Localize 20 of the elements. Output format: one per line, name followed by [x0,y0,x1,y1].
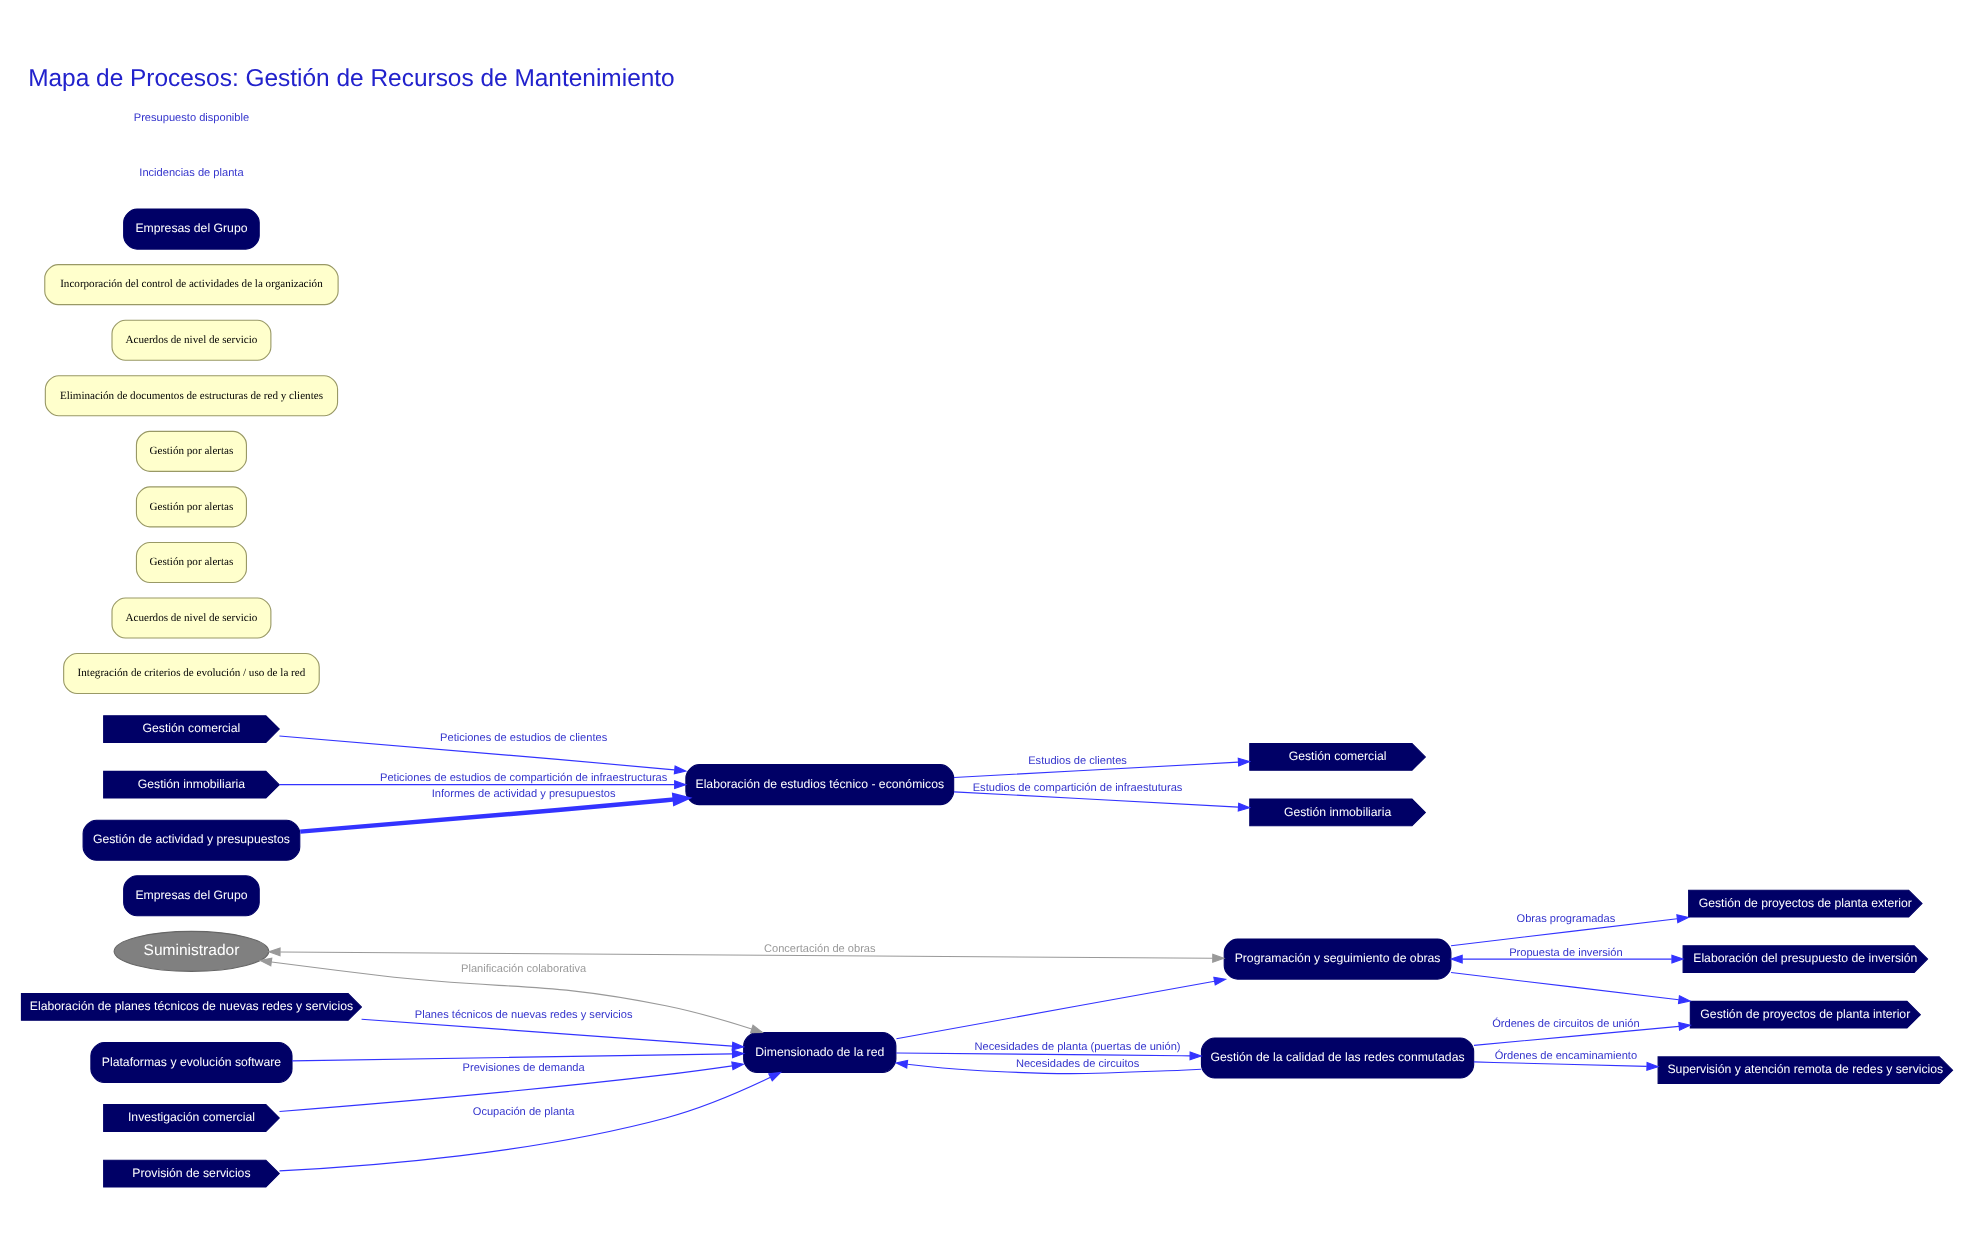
arrow [278,780,688,790]
arrow [258,957,764,1034]
arrow [1473,1021,1692,1046]
arrow [1473,1061,1660,1072]
arrow [1450,914,1691,947]
arrow [267,947,1226,963]
arrow [278,1071,783,1172]
arrow [953,757,1252,779]
arrow [895,1051,1203,1061]
arrow [1450,971,1692,1005]
arrow [895,976,1228,1040]
arrow [361,1018,746,1051]
arrow [291,1049,746,1062]
arrow [953,791,1252,812]
diagram-title: Mapa de Procesos: Gestión de Recursos de Mantenimiento [28,64,675,93]
arrow [300,792,693,834]
arrow [278,735,688,775]
arrow [894,1059,1202,1075]
arrow [1449,954,1685,964]
arrow [278,1061,746,1112]
